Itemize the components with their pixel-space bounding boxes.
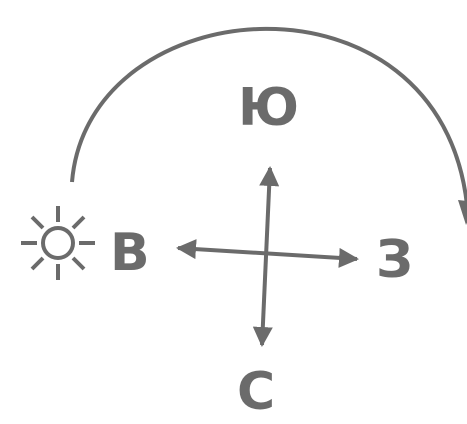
sun-icon — [21, 206, 95, 280]
sun-path-arc — [70, 27, 467, 206]
east-west-arrow — [176, 239, 359, 268]
direction-label-north: С — [237, 362, 276, 422]
direction-label-south: Ю — [238, 78, 300, 138]
direction-label-west: З — [376, 230, 413, 290]
north-south-arrow — [252, 166, 280, 347]
direction-label-east: В — [110, 223, 150, 283]
arc-arrowhead — [458, 200, 467, 225]
